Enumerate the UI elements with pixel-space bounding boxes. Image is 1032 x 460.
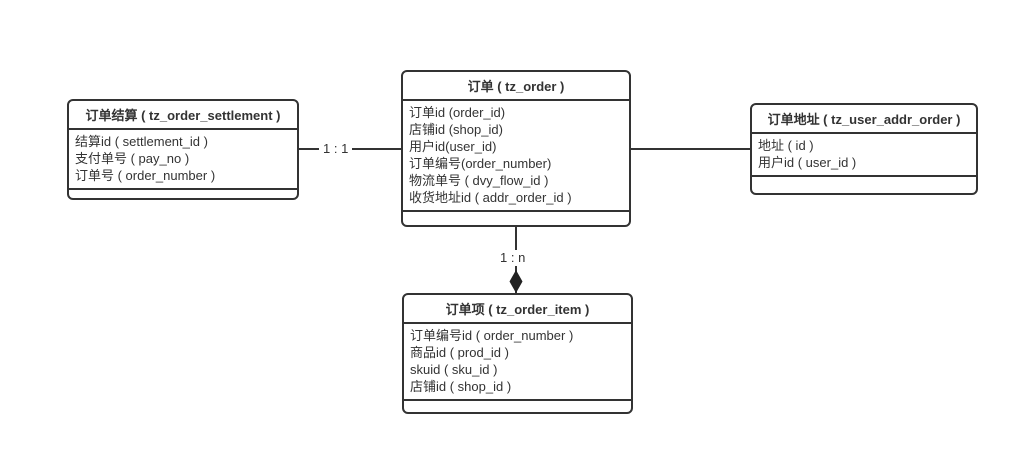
relation-label-settlement-order: 1 : 1	[319, 141, 353, 157]
field-row: skuid ( sku_id )	[410, 362, 498, 377]
field-row: 订单id (order_id)	[409, 105, 506, 120]
entity-order-settlement[interactable]: 订单结算 ( tz_order_settlement ) 结算id ( sett…	[67, 99, 299, 200]
field-row: 地址 ( id )	[758, 138, 814, 153]
field-row: 收货地址id ( addr_order_id )	[409, 190, 572, 205]
field-row: 结算id ( settlement_id )	[75, 134, 208, 149]
entity-order[interactable]: 订单 ( tz_order ) 订单id (order_id) 店铺id (sh…	[401, 70, 631, 227]
entity-order-title: 订单 ( tz_order )	[403, 72, 629, 101]
field-row: 商品id ( prod_id )	[410, 345, 509, 360]
entity-order-settlement-fields: 结算id ( settlement_id ) 支付单号 ( pay_no ) 订…	[69, 130, 297, 190]
field-row: 支付单号 ( pay_no )	[75, 151, 190, 166]
field-row: 店铺id (shop_id)	[409, 122, 503, 137]
entity-empty-section	[403, 212, 629, 225]
entity-empty-section	[404, 401, 631, 412]
field-row: 店铺id ( shop_id )	[410, 379, 512, 394]
entity-order-fields: 订单id (order_id) 店铺id (shop_id) 用户id(user…	[403, 101, 629, 212]
entity-order-item-title: 订单项 ( tz_order_item )	[404, 295, 631, 324]
field-row: 用户id(user_id)	[409, 139, 497, 154]
entity-empty-section	[69, 190, 297, 198]
entity-order-item-fields: 订单编号id ( order_number ) 商品id ( prod_id )…	[404, 324, 631, 401]
field-row: 物流单号 ( dvy_flow_id )	[409, 173, 549, 188]
field-row: 订单编号id ( order_number )	[410, 328, 574, 343]
field-row: 订单编号(order_number)	[409, 156, 552, 171]
diamond-arrow-icon	[509, 270, 523, 293]
entity-order-settlement-title: 订单结算 ( tz_order_settlement )	[69, 101, 297, 130]
relation-label-order-item: 1 : n	[496, 250, 530, 266]
connector-order-addr	[631, 148, 750, 150]
entity-empty-section	[752, 177, 976, 193]
entity-user-addr-order[interactable]: 订单地址 ( tz_user_addr_order ) 地址 ( id ) 用户…	[750, 103, 978, 195]
entity-user-addr-order-title: 订单地址 ( tz_user_addr_order )	[752, 105, 976, 134]
entity-user-addr-order-fields: 地址 ( id ) 用户id ( user_id )	[752, 134, 976, 177]
entity-order-item[interactable]: 订单项 ( tz_order_item ) 订单编号id ( order_num…	[402, 293, 633, 414]
field-row: 用户id ( user_id )	[758, 155, 857, 170]
field-row: 订单号 ( order_number )	[75, 168, 216, 183]
